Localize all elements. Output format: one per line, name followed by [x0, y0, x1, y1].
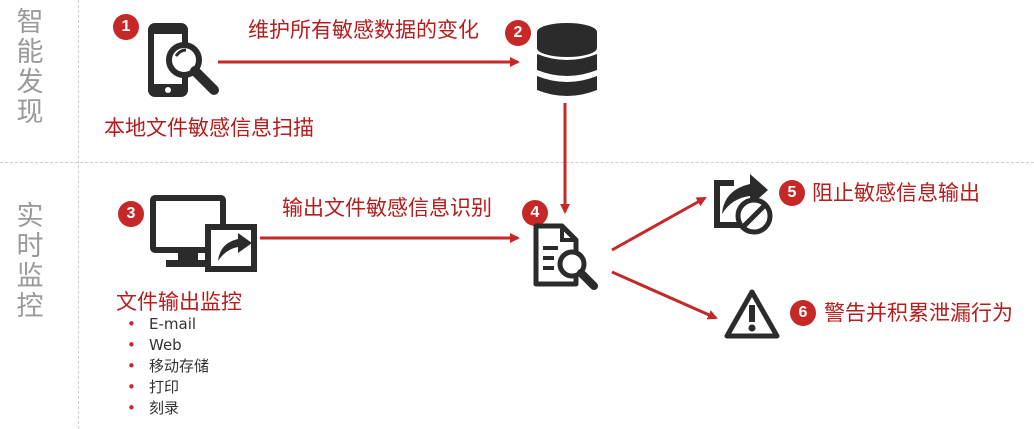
step-badge-1: 1 — [113, 14, 139, 40]
list-item: E-mail — [127, 314, 209, 335]
database-icon — [537, 23, 597, 96]
node-6-label: 警告并积累泄漏行为 — [824, 301, 1013, 325]
monitor-share-icon — [150, 195, 257, 272]
step-badge-2: 2 — [505, 20, 531, 46]
section-title-monitoring: 实时 监控 — [16, 201, 44, 322]
step-badge-5: 5 — [779, 180, 805, 206]
phone-search-icon — [148, 23, 219, 97]
arrow-4-to-5 — [611, 196, 707, 252]
section-divider-horizontal — [0, 162, 1034, 163]
list-item: 打印 — [127, 377, 209, 398]
step-badge-4: 4 — [522, 200, 548, 226]
node-2-label: 维护所有敏感数据的变化 — [248, 18, 479, 42]
list-item: 刻录 — [127, 398, 209, 419]
node-3-label: 文件输出监控 — [116, 290, 242, 314]
section-divider-vertical — [78, 0, 79, 429]
share-blocked-icon — [714, 174, 773, 235]
node-1-label: 本地文件敏感信息扫描 — [104, 116, 314, 140]
arrow-4-to-6 — [611, 270, 718, 320]
node-4-label: 输出文件敏感信息识别 — [282, 196, 492, 220]
list-item: 移动存储 — [127, 356, 209, 377]
section-title-discovery: 智能 发现 — [16, 7, 44, 128]
document-search-icon — [533, 223, 598, 290]
node-5-label: 阻止敏感信息输出 — [812, 181, 980, 205]
output-channel-list: E-mail Web 移动存储 打印 刻录 — [127, 314, 209, 419]
step-badge-3: 3 — [118, 201, 144, 227]
step-badge-6: 6 — [790, 300, 816, 326]
list-item: Web — [127, 335, 209, 356]
warning-triangle-icon — [724, 289, 780, 339]
